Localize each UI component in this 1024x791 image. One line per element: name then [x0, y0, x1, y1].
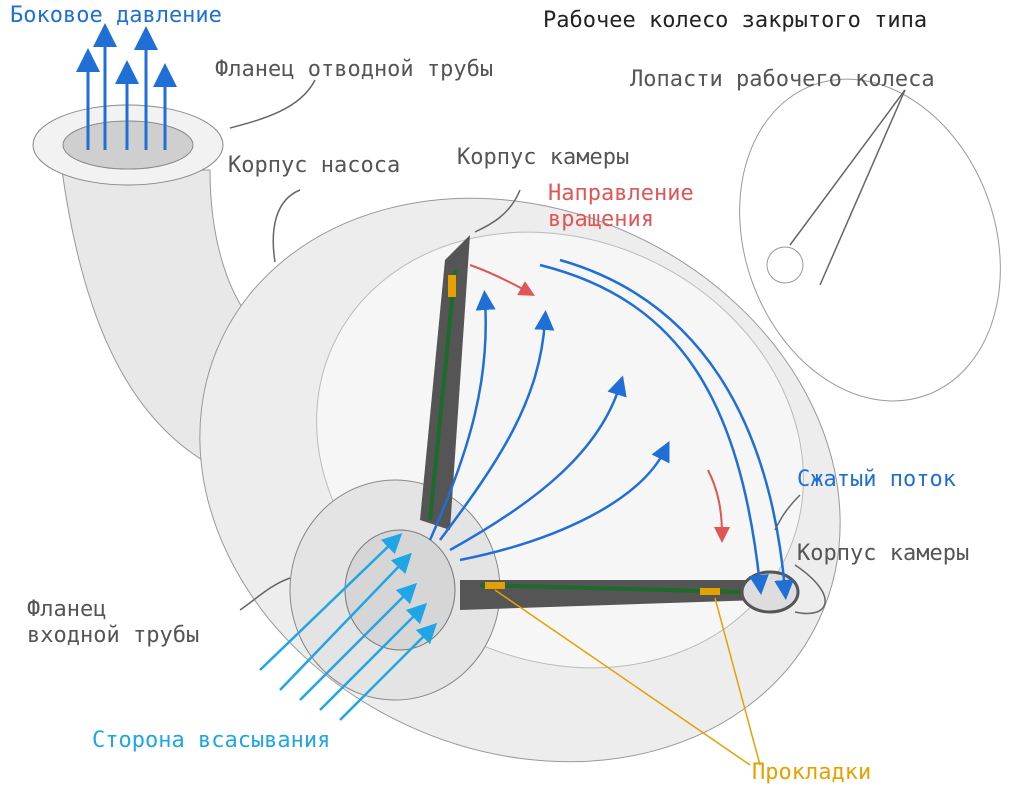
- impeller-blades-label: Лопасти рабочего колеса: [630, 67, 935, 92]
- leader-lines: [229, 79, 906, 615]
- gasket-leader-lines: [494, 589, 761, 766]
- chamber-casing-right-label: Корпус камеры: [797, 541, 970, 566]
- suction-arrows: [259, 533, 438, 721]
- inlet-flange-label-line2: входной трубы: [27, 623, 200, 648]
- side-pressure-arrows: [76, 23, 177, 150]
- side-pressure-label: Боковое давление: [10, 3, 222, 28]
- rotation-arrows: [469, 264, 730, 543]
- pump-casing: [199, 197, 841, 763]
- gaskets-label: Прокладки: [752, 760, 872, 785]
- pump-casing-label: Корпус насоса: [228, 153, 401, 178]
- rotation-direction-label-line2: вращения: [548, 207, 654, 232]
- impeller-sketch: [739, 78, 1001, 402]
- flow-arrows: [428, 258, 795, 600]
- suction-side-label: Сторона всасывания: [92, 728, 331, 753]
- discharge-flange-label: Фланец отводной трубы: [215, 57, 494, 82]
- chamber-casing-top-label: Корпус камеры: [457, 145, 630, 170]
- compressed-flow-label: Сжатый поток: [797, 467, 956, 492]
- rotation-direction-label-line1: Направление: [548, 181, 694, 206]
- diagram-title: Рабочее колесо закрытого типа: [543, 8, 928, 33]
- inlet-flange-label-line1: Фланец: [27, 597, 107, 622]
